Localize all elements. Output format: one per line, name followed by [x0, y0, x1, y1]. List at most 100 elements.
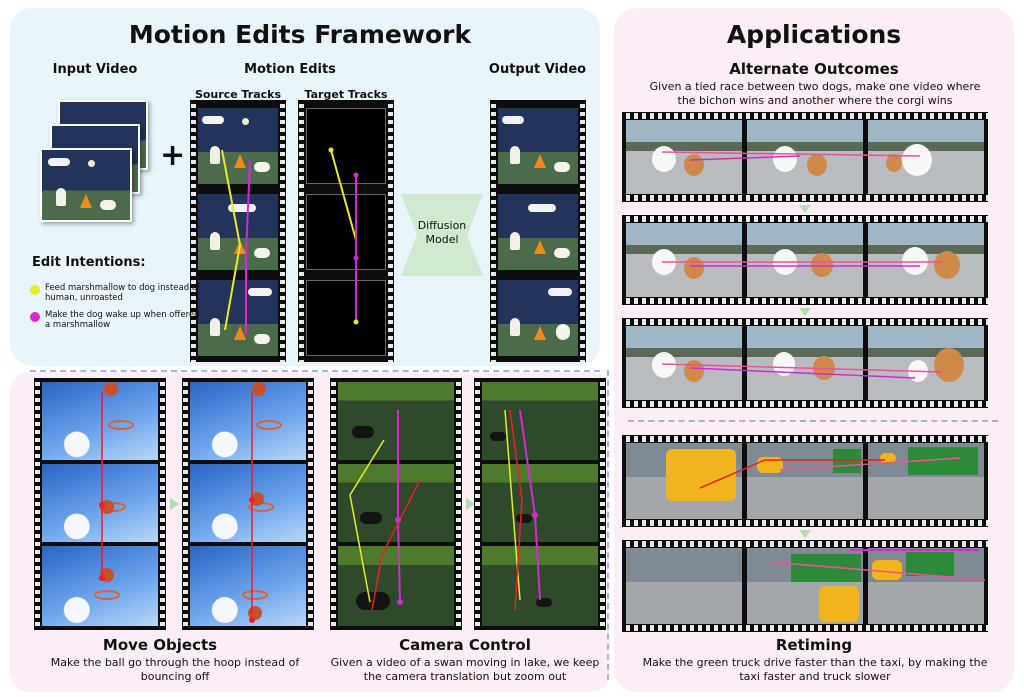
- person-icon: [56, 188, 66, 206]
- target-frame-1: [306, 108, 386, 184]
- ball-icon: [250, 492, 264, 506]
- bichon-icon: [902, 247, 928, 275]
- cloud-icon: [248, 288, 272, 296]
- campfire-icon: [534, 326, 546, 340]
- swan-icon: [356, 592, 390, 610]
- arrow-right-icon: [170, 498, 179, 510]
- source-tracks-label: Source Tracks: [194, 88, 282, 101]
- swan-icon: [536, 598, 552, 607]
- person-icon: [510, 232, 520, 250]
- retiming-2-frame-2: [747, 548, 863, 624]
- dog-icon: [554, 248, 570, 258]
- input-video-label: Input Video: [52, 62, 138, 77]
- retiming-1-frame-1: [626, 443, 742, 519]
- bichon-icon: [652, 249, 676, 275]
- arrow-down-icon: [799, 530, 811, 538]
- swan-output-frame-3: [482, 546, 598, 626]
- taxi-icon: [872, 560, 902, 580]
- dog-race-strip-2: [622, 215, 988, 305]
- hoop-icon: [256, 420, 282, 430]
- campfire-icon: [534, 154, 546, 168]
- dog-race-3-frame-3: [868, 326, 984, 400]
- moon-icon: [242, 118, 249, 125]
- campfire-icon: [234, 154, 246, 168]
- retiming-1-frame-2: [747, 443, 863, 519]
- divider-applications: [628, 420, 998, 422]
- move-objects-title: Move Objects: [102, 636, 218, 654]
- person-icon: [510, 146, 520, 164]
- retiming-strip-2: [622, 540, 988, 632]
- dog-icon: [254, 162, 270, 172]
- intention-2-dot: [30, 312, 40, 322]
- input-frame-1: [40, 148, 132, 222]
- corgi-icon: [807, 154, 827, 176]
- alternate-outcomes-title: Alternate Outcomes: [729, 60, 899, 78]
- camera-control-caption: Given a video of a swan moving in lake, …: [330, 656, 600, 683]
- dog-race-1-frame-1: [626, 120, 742, 194]
- bichon-icon: [902, 144, 932, 176]
- truck-icon: [833, 449, 861, 473]
- cloud-icon: [48, 158, 70, 166]
- arrow-down-icon: [799, 205, 811, 213]
- ball-output-frame-3: [190, 546, 306, 626]
- move-objects-output-strip: [182, 378, 314, 630]
- person-icon: [210, 146, 220, 164]
- output-frame-3: [498, 280, 578, 356]
- bichon-icon: [652, 352, 676, 378]
- diffusion-model-shape: [401, 194, 483, 276]
- output-video-strip: [490, 100, 586, 362]
- dog-race-2-frame-1: [626, 223, 742, 297]
- dog-race-3-frame-2: [747, 326, 863, 400]
- ball-icon: [252, 382, 266, 396]
- campfire-icon: [234, 240, 246, 254]
- ball-output-frame-2: [190, 464, 306, 542]
- output-video-label: Output Video: [488, 62, 587, 77]
- ball-icon: [104, 382, 118, 396]
- taxi-icon: [819, 586, 859, 622]
- cloud-icon: [548, 288, 572, 296]
- moon-icon: [88, 160, 95, 167]
- bichon-icon: [908, 360, 928, 382]
- swan-input-frame-1: [338, 382, 454, 460]
- swan-icon: [360, 512, 382, 524]
- dog-race-1-frame-2: [747, 120, 863, 194]
- source-frame-2: [198, 194, 278, 270]
- corgi-icon: [811, 253, 833, 277]
- retiming-caption: Make the green truck drive faster than t…: [642, 656, 988, 683]
- dog-icon: [254, 334, 270, 344]
- truck-icon: [906, 552, 954, 576]
- output-frame-2: [498, 194, 578, 270]
- target-tracks-label: Target Tracks: [304, 88, 388, 101]
- edit-intentions-title: Edit Intentions:: [32, 255, 146, 270]
- campfire-icon: [534, 240, 546, 254]
- source-frame-3: [198, 280, 278, 356]
- arrow-right-icon: [466, 498, 475, 510]
- move-objects-caption: Make the ball go through the hoop instea…: [50, 656, 300, 683]
- swan-input-frame-2: [338, 464, 454, 542]
- camera-control-output-strip: [474, 378, 606, 630]
- ball-input-frame-3: [42, 546, 158, 626]
- retiming-title: Retiming: [775, 636, 853, 654]
- ball-icon: [100, 500, 114, 514]
- hoop-icon: [94, 590, 120, 600]
- target-frame-2: [306, 194, 386, 270]
- person-icon: [510, 318, 520, 336]
- ball-input-frame-2: [42, 464, 158, 542]
- diffusion-model-label: Diffusion Model: [417, 219, 467, 246]
- truck-icon: [908, 447, 978, 475]
- motion-edits-label: Motion Edits: [244, 62, 336, 77]
- dog-race-strip-3: [622, 318, 988, 408]
- dog-icon: [100, 200, 116, 210]
- move-objects-input-strip: [34, 378, 166, 630]
- dog-icon: [254, 248, 270, 258]
- truck-icon: [791, 554, 861, 582]
- taxi-icon: [666, 449, 736, 501]
- retiming-2-frame-3: [868, 548, 984, 624]
- dog-race-2-frame-2: [747, 223, 863, 297]
- arrow-down-icon: [799, 308, 811, 316]
- corgi-icon: [934, 348, 964, 382]
- taxi-icon: [757, 457, 783, 473]
- dog-race-2-frame-3: [868, 223, 984, 297]
- dog-awake-icon: [556, 324, 570, 340]
- corgi-icon: [886, 154, 902, 172]
